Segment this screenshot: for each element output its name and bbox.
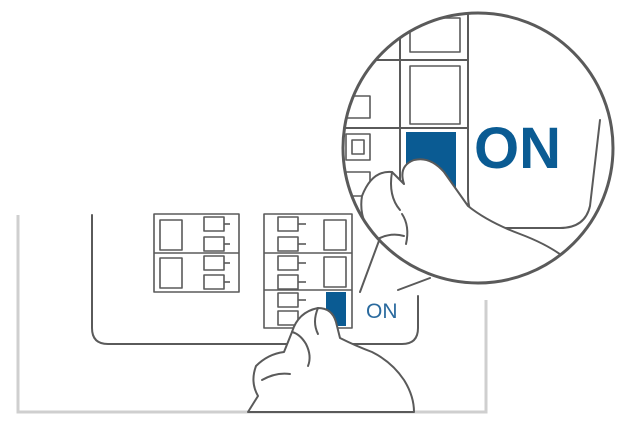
hand-finger-icon [247, 307, 415, 413]
breaker-block-left [153, 213, 240, 293]
zoom-circle [341, 11, 615, 285]
zoom-view: ON [343, 13, 613, 283]
callout-connector [359, 237, 431, 293]
panel-inner-box [91, 214, 419, 345]
zoom-on-label: ON [474, 116, 561, 181]
panel-on-label: ON [366, 300, 398, 323]
